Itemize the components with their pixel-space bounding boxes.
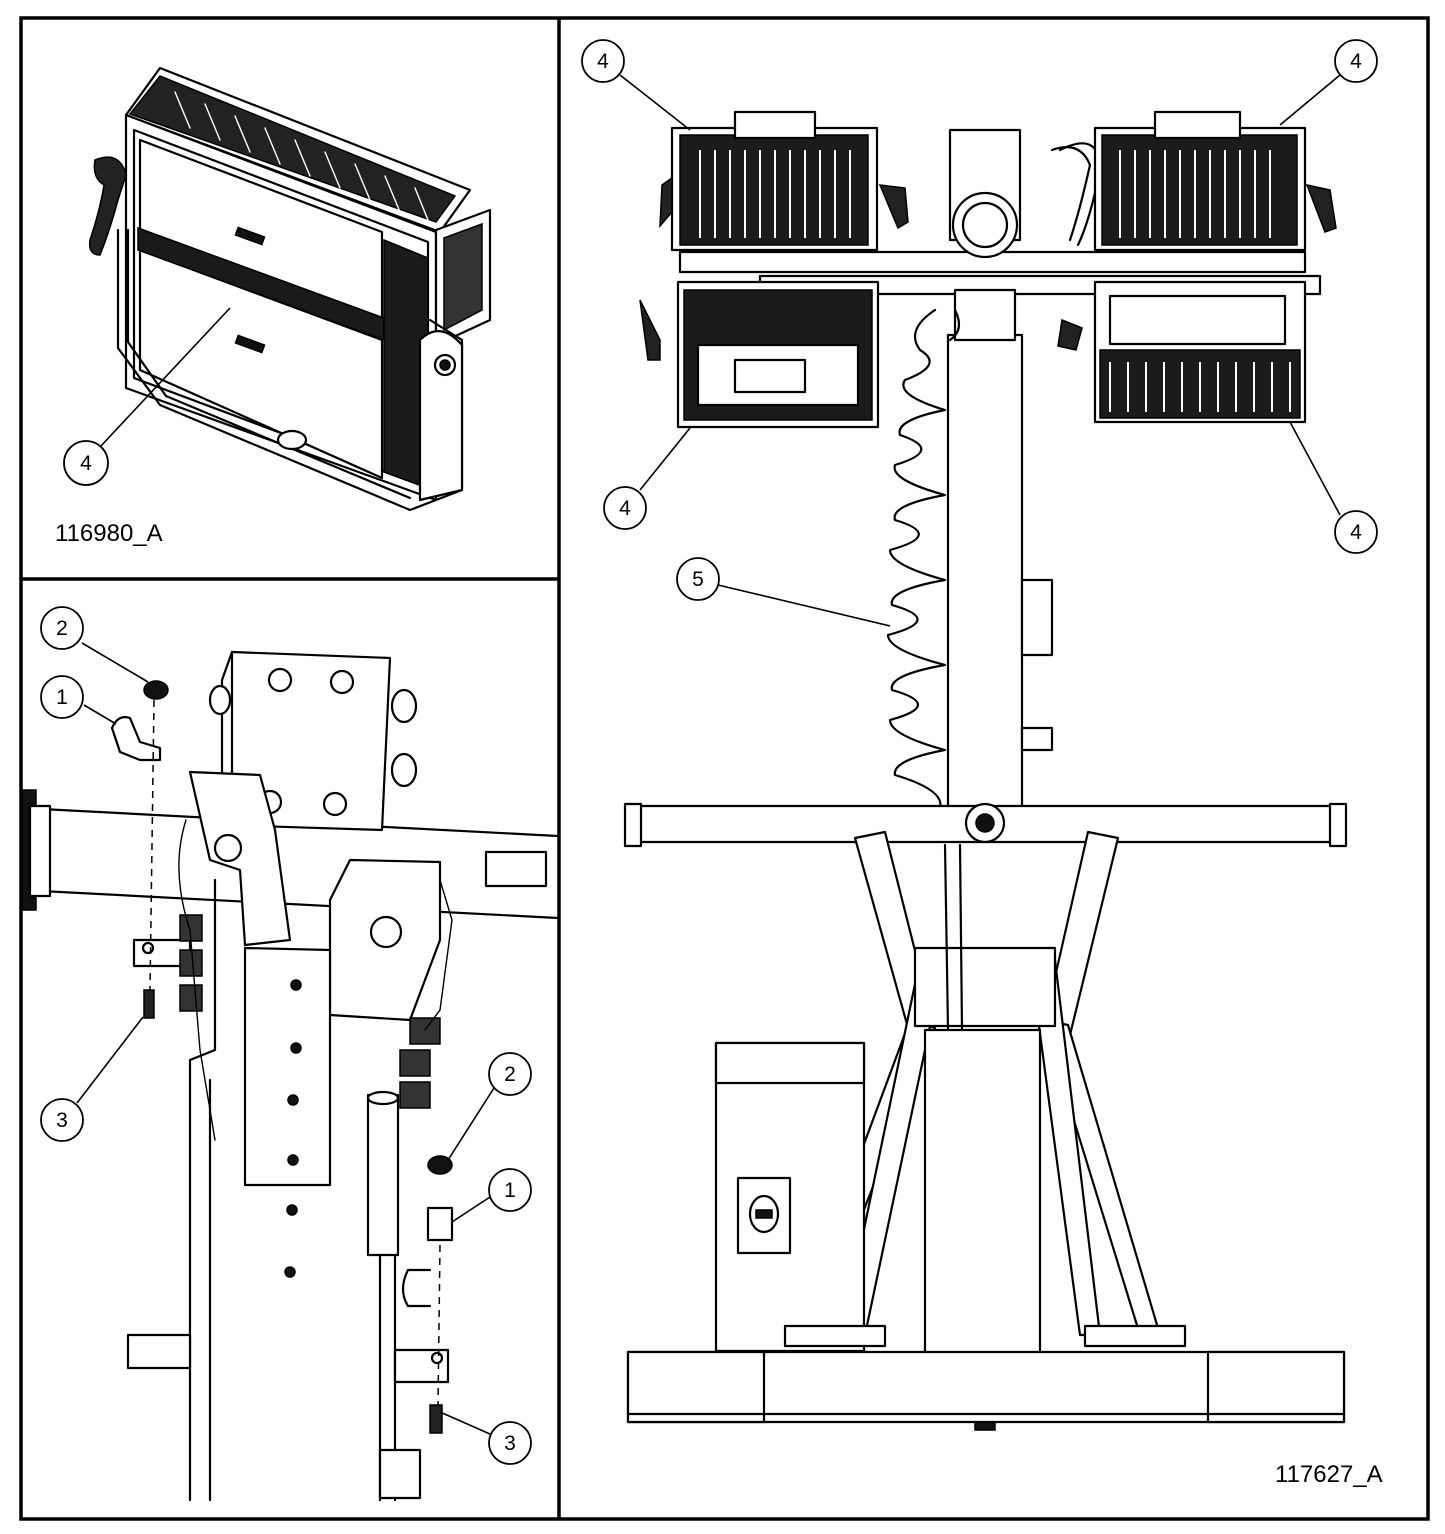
callout-label: 3 bbox=[504, 1432, 516, 1455]
callout-label: 5 bbox=[692, 568, 704, 591]
callout-4-lower-right: 4 bbox=[1289, 421, 1378, 554]
mast-head-detail-illustration bbox=[20, 650, 560, 1502]
hardware-group-left bbox=[110, 680, 169, 1019]
callout-4-top-right: 4 bbox=[1279, 39, 1378, 126]
outer-frame bbox=[19, 16, 1430, 1521]
callout-4-lower-left: 4 bbox=[603, 427, 691, 530]
callout-1-lower: 1 bbox=[451, 1168, 532, 1223]
floodlight-lower-right bbox=[1057, 280, 1307, 424]
hardware-group-right bbox=[426, 1155, 454, 1434]
callout-label: 4 bbox=[1350, 521, 1362, 544]
mast-holes bbox=[284, 979, 302, 1278]
callout-label: 2 bbox=[56, 617, 68, 640]
callout-label: 4 bbox=[1350, 50, 1362, 73]
bolt-heads bbox=[257, 667, 355, 817]
callout-1-upper: 1 bbox=[40, 675, 117, 725]
callout-label: 4 bbox=[597, 50, 609, 73]
drawing-id-117627: 117627_A bbox=[1275, 1461, 1383, 1488]
callout-label: 2 bbox=[504, 1063, 516, 1086]
callout-5-coiled-cable: 5 bbox=[676, 557, 891, 627]
callout-label: 3 bbox=[56, 1109, 68, 1132]
callout-label: 4 bbox=[80, 452, 92, 475]
callout-label: 1 bbox=[56, 686, 68, 709]
callout-4-fixture: 4 bbox=[63, 307, 231, 486]
light-tower-illustration bbox=[623, 110, 1348, 1431]
callout-label: 4 bbox=[619, 497, 631, 520]
floodlight-fixture-illustration bbox=[88, 66, 492, 512]
callout-2-lower: 2 bbox=[447, 1052, 532, 1161]
cable-glands bbox=[179, 914, 441, 1109]
callout-3-upper: 3 bbox=[40, 1016, 144, 1142]
callout-4-top-left: 4 bbox=[581, 39, 691, 131]
callout-2-upper: 2 bbox=[40, 606, 149, 683]
callout-label: 1 bbox=[504, 1179, 516, 1202]
floodlight-top-left bbox=[659, 110, 909, 252]
drawing-id-116980: 116980_A bbox=[55, 520, 163, 547]
floodlight-lower-left bbox=[639, 280, 880, 429]
floodlight-top-right bbox=[1093, 110, 1337, 252]
callout-3-lower: 3 bbox=[439, 1411, 532, 1465]
